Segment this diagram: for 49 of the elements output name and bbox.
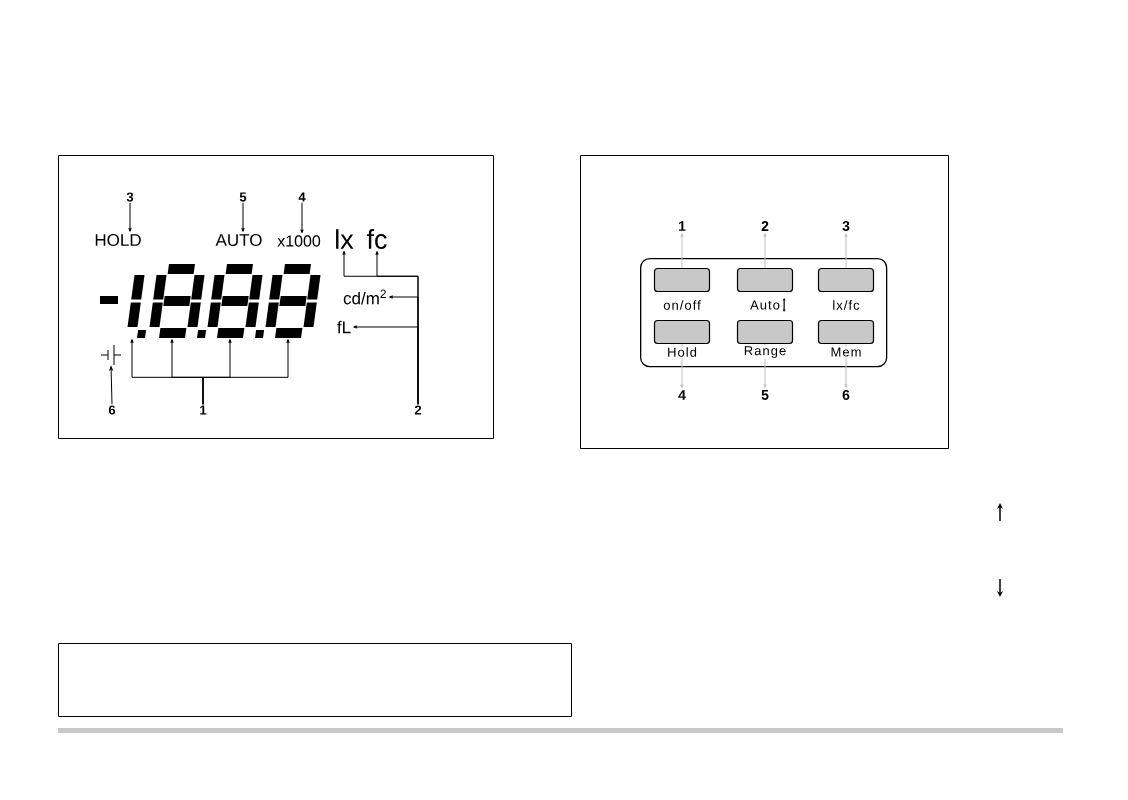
key-label: Mem [829,346,863,358]
key-button [653,267,711,293]
arrow [763,233,767,269]
key-label: on/off [662,299,702,311]
arrow [353,325,419,405]
callout-number: 1 [679,221,686,231]
key-label: Range [742,345,788,359]
display-label: fL [337,320,351,334]
display-label: AUTO [215,234,262,246]
key-label: lx/fc [831,299,861,311]
arrow [241,202,245,232]
segment-digit [127,275,147,338]
callout-number: 3 [842,221,850,231]
panel-frame [580,155,949,449]
key-button [736,267,794,293]
display-label: cd/m$^{2}$ [343,289,386,305]
key-button [817,267,875,293]
callout-number: 5 [761,390,769,400]
display-label: fc [366,229,387,249]
keypad-outline [640,258,888,368]
arrow [109,366,113,405]
segment-digit [265,264,321,338]
callout-number: 3 [126,192,134,202]
callout-number: 6 [842,390,850,400]
key-button [817,319,875,345]
empty-box [58,643,572,717]
display-label: HOLD [95,234,141,246]
arrow [128,202,132,232]
panel-frame [58,155,494,439]
callout-number: 2 [414,405,422,415]
arrow [680,232,684,269]
arrow [202,339,290,405]
callout-number: 6 [108,405,116,415]
callout-number: 4 [298,192,306,202]
key-label: Hold [666,346,698,358]
segment-digit [149,264,207,338]
display-label: x1000 [277,235,321,247]
key-button [736,319,794,345]
key-label: Auto [749,299,781,311]
arrow [300,202,304,234]
display-label: lx [336,229,354,249]
callout-number: 5 [239,192,247,202]
callout-number: 4 [678,390,686,400]
battery-symbol [100,344,122,366]
callout-number: 1 [200,405,207,415]
segment-digit [207,264,265,338]
callout-number: 2 [761,221,769,231]
key-button [653,319,711,345]
arrow [844,233,848,269]
